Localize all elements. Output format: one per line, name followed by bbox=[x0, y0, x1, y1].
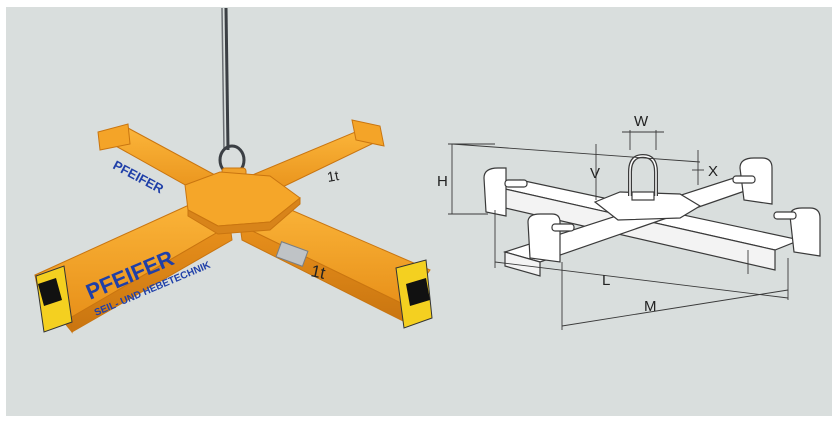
dimension-lines bbox=[448, 130, 789, 330]
capacity-mark-lower: 1t bbox=[309, 261, 327, 283]
dim-label-x: X bbox=[708, 163, 718, 180]
image-panel bbox=[6, 7, 832, 416]
capacity-mark-upper: 1t bbox=[326, 167, 340, 185]
dim-label-h: H bbox=[437, 173, 448, 190]
warning-stripe-right bbox=[395, 259, 433, 329]
dim-label-v: V bbox=[590, 165, 600, 182]
dim-label-w: W bbox=[634, 113, 649, 130]
chain-icon bbox=[221, 7, 230, 151]
warning-stripe-left bbox=[35, 265, 73, 333]
shackle-icon bbox=[628, 153, 658, 201]
dimension-drawing bbox=[483, 153, 821, 277]
dim-label-m: M bbox=[644, 298, 657, 315]
cross-spreader-photo bbox=[34, 7, 433, 334]
capacity-plate bbox=[275, 241, 309, 267]
dim-label-l: L bbox=[602, 272, 610, 289]
